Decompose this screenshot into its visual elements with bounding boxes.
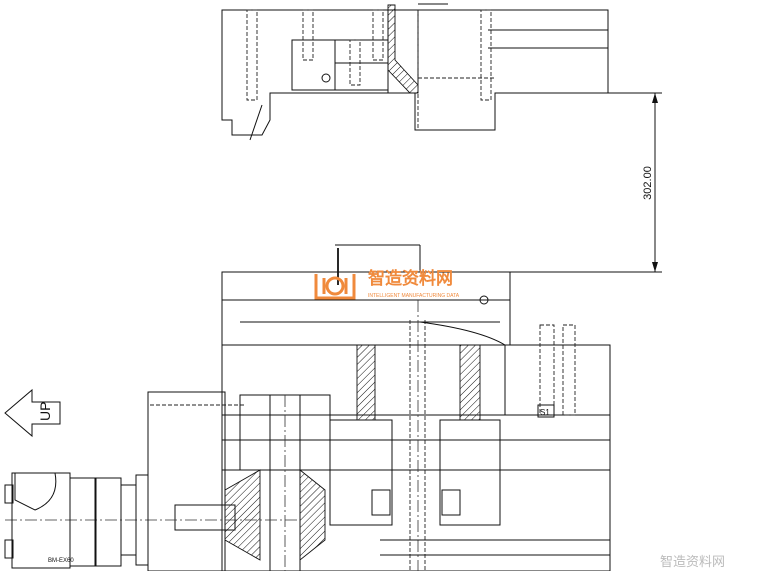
lower-mold-half: S1 (150, 244, 611, 571)
watermark-title: 智造资料网 (368, 269, 453, 288)
upper-mold-half (221, 3, 609, 141)
up-label: UP (37, 402, 53, 421)
bolts (246, 9, 492, 101)
watermark-logo-icon (314, 274, 356, 300)
dimension-302: 302.00 (495, 92, 662, 273)
motor-label: BM-EX60 (48, 558, 74, 564)
corner-watermark: 智造资料网 (660, 554, 726, 569)
hydraulic-motor: BM-EX60 (4, 472, 149, 569)
up-direction-arrow[interactable]: UP (4, 388, 61, 438)
watermark-logo (312, 268, 358, 307)
dimension-value: 302.00 (642, 166, 654, 200)
watermark-subtitle: INTELLIGENT MANUFACTURING DATA (368, 293, 460, 299)
part-label-s1: S1 (540, 408, 550, 417)
side-slide-assembly (5, 391, 331, 571)
